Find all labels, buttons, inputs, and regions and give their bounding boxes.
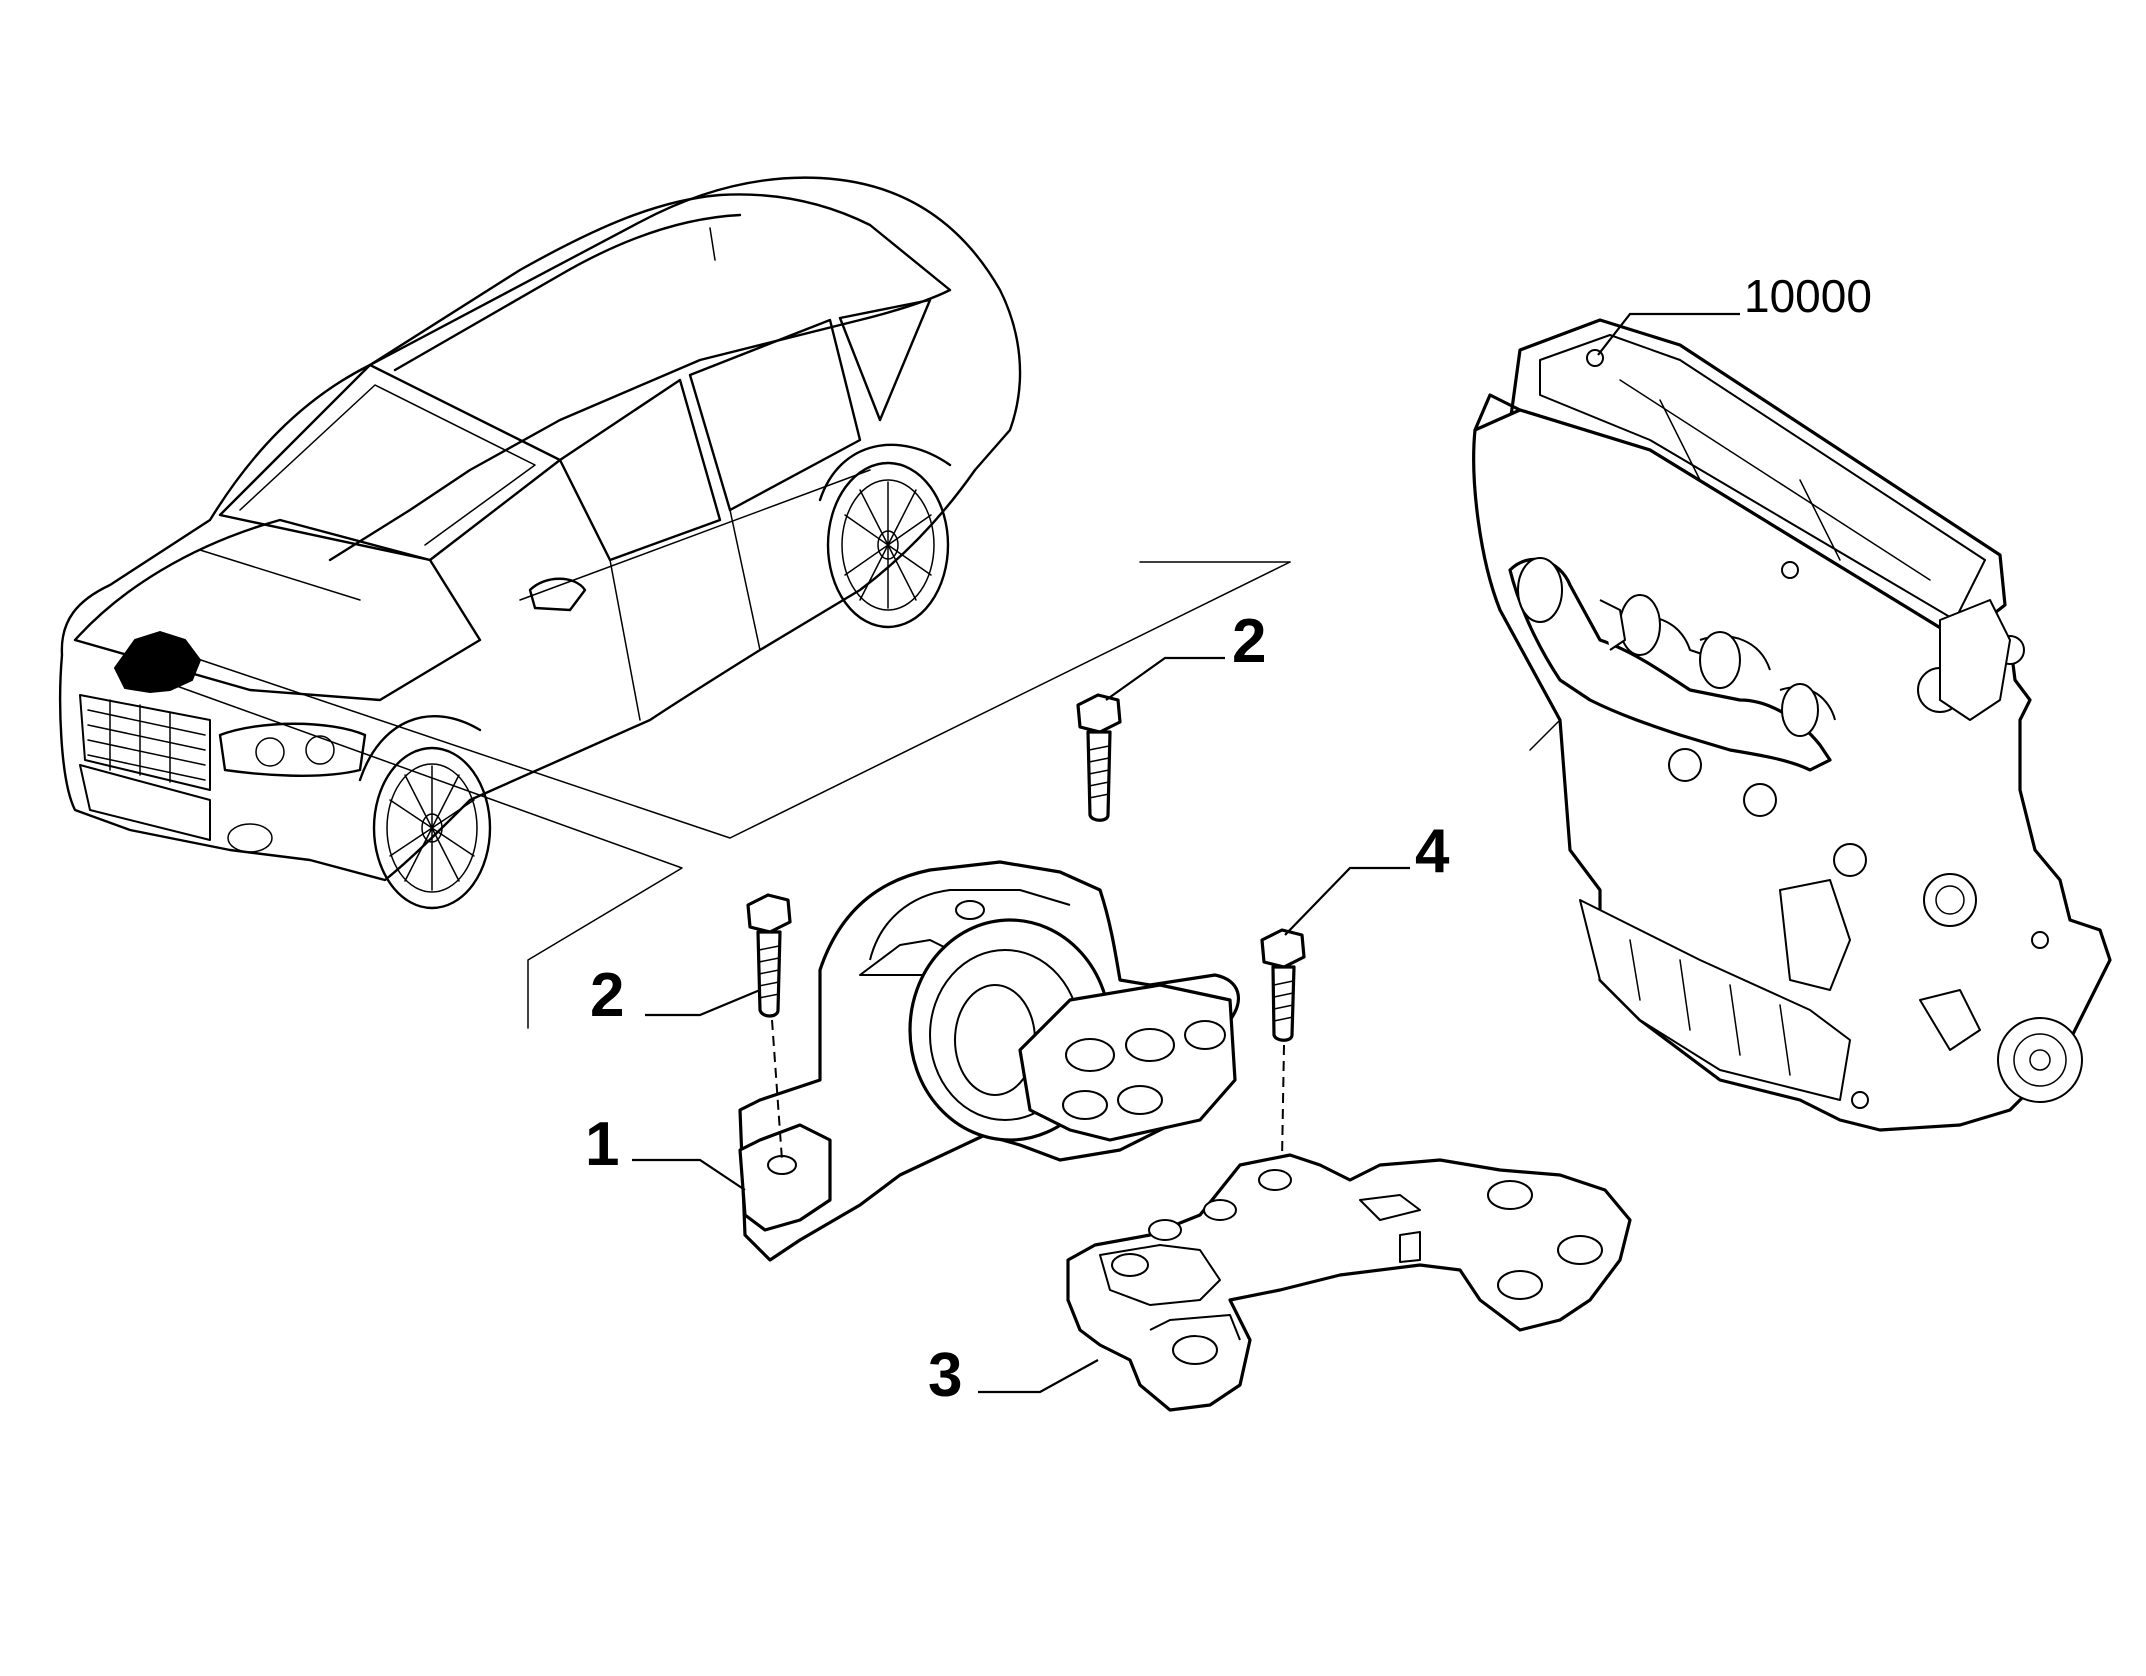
callout-part-2-top: 2 [1232, 607, 1266, 676]
part-1-engine-mount [738, 860, 1240, 1262]
callout-engine: 10000 [1744, 270, 1872, 322]
front-wheel [372, 746, 492, 910]
callout-part-3: 3 [928, 1341, 962, 1410]
car-illustration [59, 176, 1022, 910]
part-2-bolt-top [1076, 693, 1122, 822]
engine-block-10000 [1472, 318, 2112, 1132]
part-2-bolt-left [746, 893, 792, 1161]
leader-lines [632, 312, 1740, 1394]
part-4-bolt [1260, 928, 1306, 1161]
callout-part-4: 4 [1415, 817, 1450, 886]
detail-frame-lines [159, 561, 1291, 1029]
callout-part-1: 1 [585, 1110, 619, 1179]
rear-wheel [826, 461, 950, 629]
part-3-support-bracket [1066, 1153, 1632, 1412]
highlighted-mount-location [113, 630, 202, 694]
callout-part-2-left: 2 [590, 961, 624, 1030]
